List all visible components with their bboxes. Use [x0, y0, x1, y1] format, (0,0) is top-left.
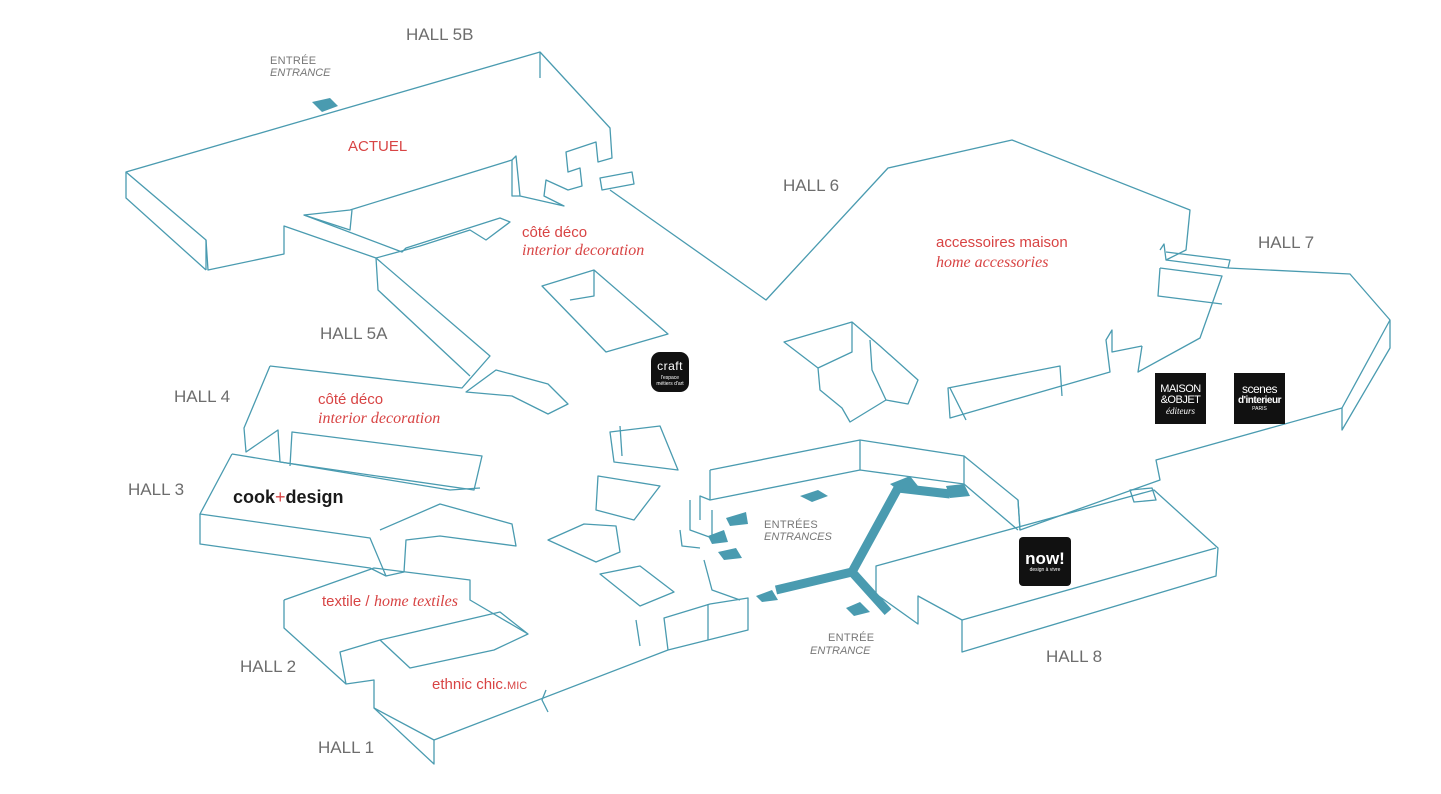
- arrow-walk-right: [946, 484, 970, 498]
- entrance-top-fr: ENTRÉE: [270, 55, 317, 67]
- section-accessoires-fr: accessoires maison: [936, 234, 1068, 251]
- scenes-line1: scenes: [1241, 382, 1278, 396]
- hall-2-label: HALL 2: [240, 657, 297, 676]
- entrance-bottom-en: ENTRANCE: [810, 645, 871, 657]
- central-stands-outline: [465, 269, 919, 607]
- hall-3-label: HALL 3: [128, 480, 185, 499]
- hall-5a-label: HALL 5A: [320, 324, 388, 343]
- design-label: design: [285, 487, 344, 507]
- section-textile-fr: textile /: [322, 593, 370, 610]
- craft-sub1: l'espace: [660, 375, 680, 381]
- mo-line1: MAISON: [1160, 383, 1201, 395]
- craft-title: craft: [657, 359, 683, 373]
- hall-5b-label: HALL 5B: [406, 25, 474, 44]
- cook-label: cook: [233, 487, 276, 507]
- entrance-top-en: ENTRANCE: [270, 67, 331, 79]
- scenes-interieur-logo: scenes d'interieur PARIS: [1234, 373, 1285, 424]
- cook-design-logo: cook+design: [233, 488, 344, 506]
- arrow-walk-top: [890, 476, 918, 490]
- hall-1-label: HALL 1: [318, 738, 375, 757]
- section-ethnic: ethnic chic.MIC: [432, 677, 527, 693]
- entrance-mid-en: ENTRANCES: [764, 531, 832, 543]
- hall-7-outline: [947, 267, 1391, 531]
- section-textile: textile / home textiles: [322, 594, 458, 610]
- section-ethnic-mic: MIC: [507, 680, 528, 692]
- section-cote-deco-en: interior decoration: [522, 242, 645, 259]
- section-textile-en: home textiles: [373, 593, 458, 610]
- maison-objet-editeurs-logo: MAISON &OBJET éditeurs: [1155, 373, 1206, 424]
- hall-5a-outline: [269, 257, 491, 389]
- arrow-bottom-entrance: [846, 602, 870, 616]
- section-cote-deco-fr: côté déco: [522, 224, 588, 241]
- hall-2-1-outline: [283, 567, 749, 765]
- hall-6-outline: [599, 139, 1231, 301]
- hall-8-outline: [875, 487, 1219, 653]
- arrow-mid-5: [756, 590, 778, 602]
- hall-5b-outline: [125, 51, 613, 271]
- central-rim-outline: [679, 439, 1021, 601]
- section-cote-deco2-en: interior decoration: [318, 410, 441, 427]
- arrow-mid-4: [718, 548, 742, 560]
- arrow-mid-3: [708, 530, 728, 544]
- now-title: now!: [1025, 549, 1065, 568]
- arrow-mid-1: [800, 490, 828, 502]
- entrance-bottom-fr: ENTRÉE: [828, 632, 875, 644]
- now-sub: design à vivre: [1029, 567, 1061, 573]
- section-actuel: ACTUEL: [348, 138, 408, 155]
- craft-sub2: métiers d'art: [656, 381, 684, 387]
- hall-4-label: HALL 4: [174, 387, 231, 406]
- section-cote-deco2-fr: côté déco: [318, 391, 384, 408]
- cook-plus: +: [275, 487, 286, 507]
- hall-6-label: HALL 6: [783, 176, 840, 195]
- hall-7-label: HALL 7: [1258, 233, 1315, 252]
- walkway: [774, 480, 951, 616]
- hall-4-3-outline: [199, 365, 517, 577]
- arrow-mid-2: [726, 512, 748, 526]
- scenes-line2: d'interieur: [1238, 395, 1282, 406]
- section-accessoires-en: home accessories: [936, 254, 1049, 271]
- section-ethnic-label: ethnic chic.: [432, 676, 508, 693]
- arrow-top-entrance: [312, 98, 338, 112]
- hall-8-label: HALL 8: [1046, 647, 1103, 666]
- now-design-logo: now! design à vivre: [1019, 537, 1071, 586]
- scenes-line3: PARIS: [1252, 406, 1267, 412]
- craft-logo: craft l'espace métiers d'art: [651, 352, 689, 392]
- entrance-arrows: [312, 98, 970, 616]
- mo-line3: éditeurs: [1166, 406, 1195, 416]
- mo-line2: &OBJET: [1160, 394, 1201, 406]
- entrance-mid-fr: ENTRÉES: [764, 519, 819, 531]
